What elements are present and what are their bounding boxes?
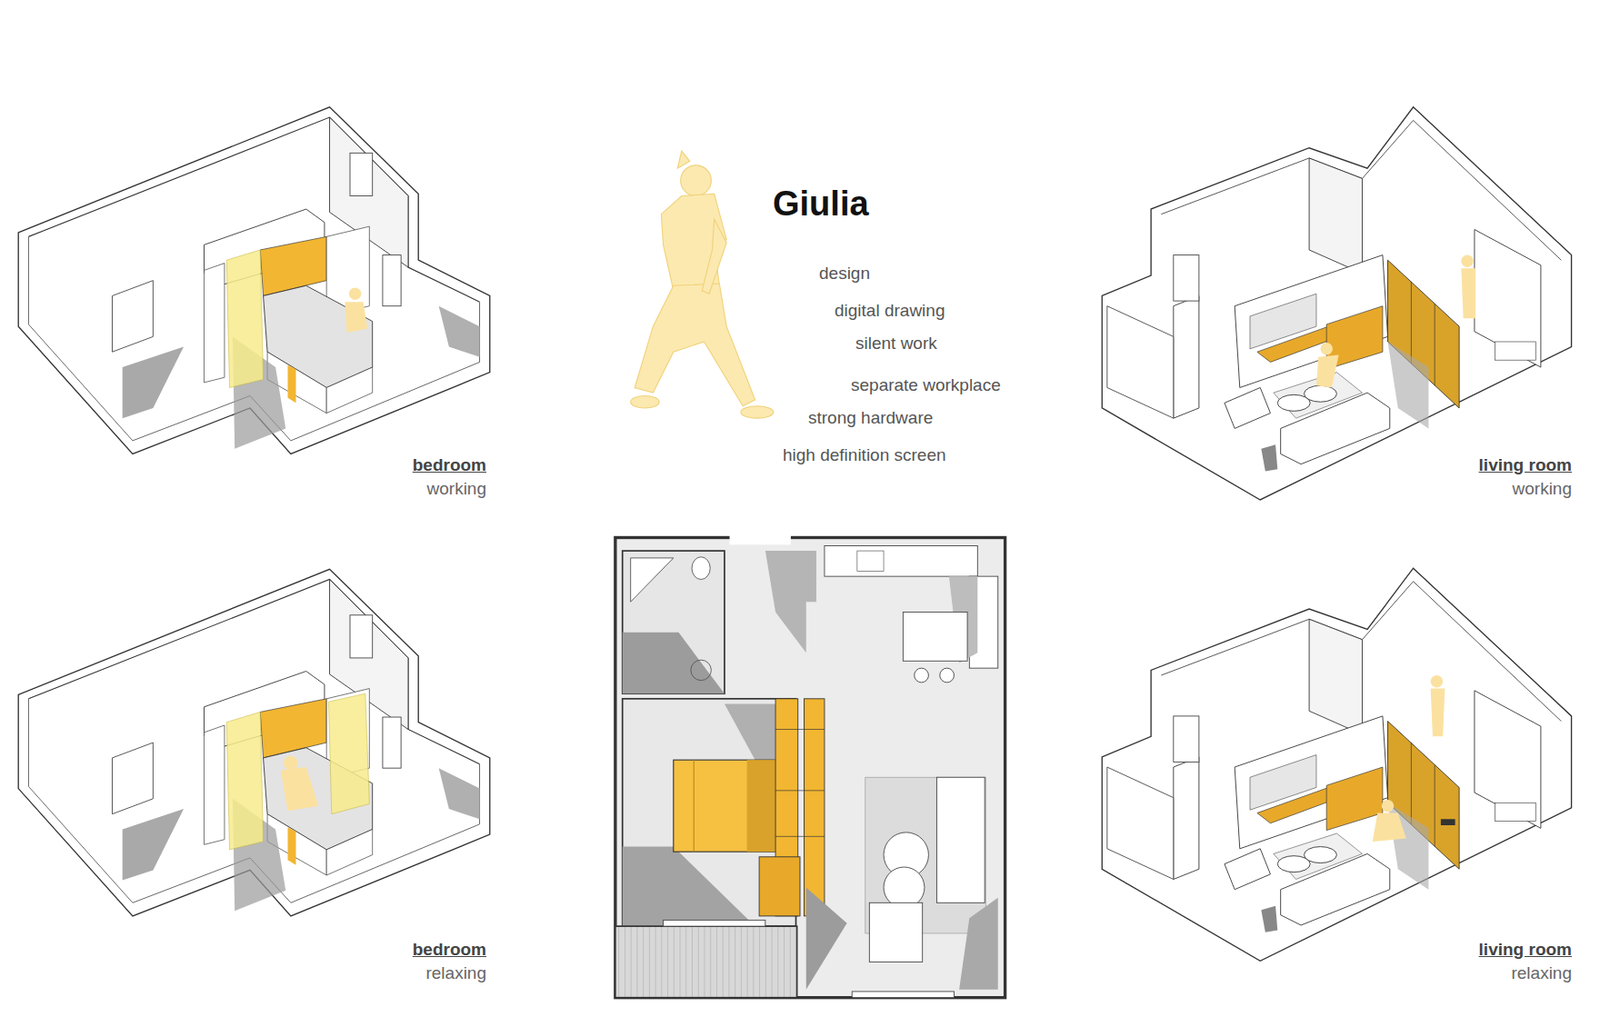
floor-plan xyxy=(615,532,1006,999)
trait-label: strong hardware xyxy=(808,408,933,429)
room-mode: relaxing xyxy=(425,963,487,984)
room-mode: relaxing xyxy=(1510,963,1572,984)
living-iso xyxy=(1101,568,1571,961)
room-name: bedroom xyxy=(412,940,487,960)
persona-figure xyxy=(630,150,774,419)
room-name: living room xyxy=(1479,455,1572,476)
trait-label: separate workplace xyxy=(850,375,1001,396)
bedroom-iso xyxy=(18,107,490,455)
trait-label: design xyxy=(819,263,870,284)
room-mode: working xyxy=(1512,479,1572,500)
trait-label: high definition screen xyxy=(782,445,947,466)
persona-name: Giulia xyxy=(772,183,870,224)
bedroom-iso xyxy=(18,569,490,917)
room-name: bedroom xyxy=(412,455,487,476)
living-iso xyxy=(1101,107,1571,500)
room-name: living room xyxy=(1479,940,1572,960)
trait-label: digital drawing xyxy=(834,300,945,321)
trait-label: silent work xyxy=(855,333,938,354)
room-mode: working xyxy=(427,479,487,500)
